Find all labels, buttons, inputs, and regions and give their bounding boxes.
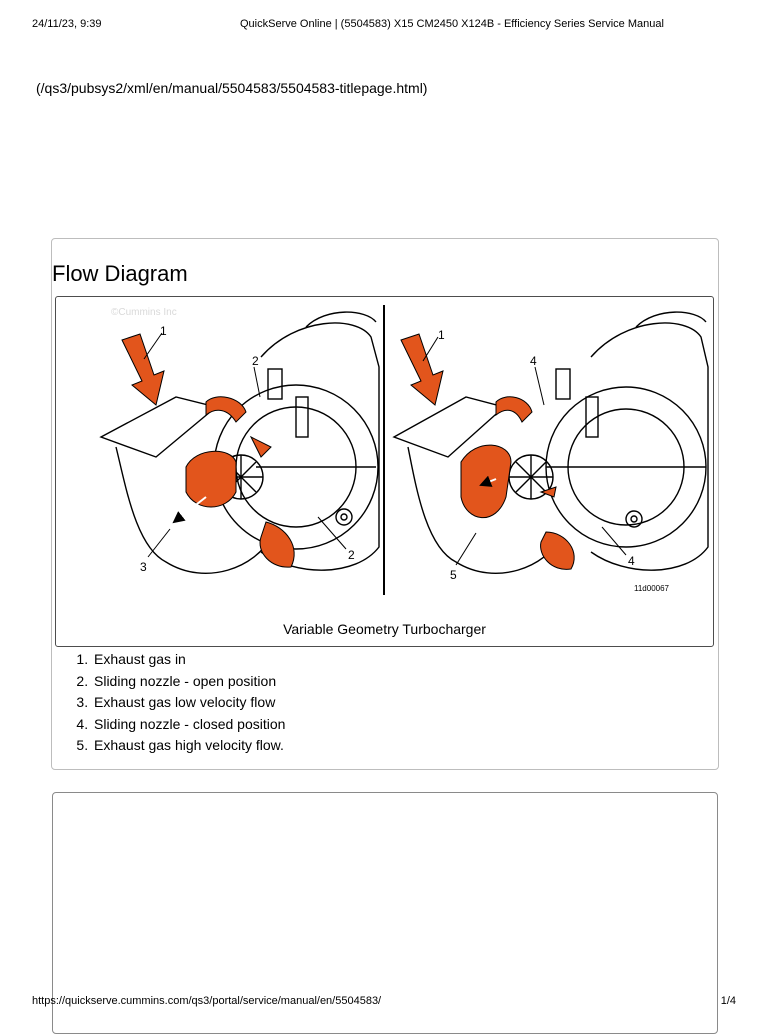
print-url: https://quickserve.cummins.com/qs3/porta… <box>32 995 382 1007</box>
print-date: 24/11/23, 9:39 <box>32 18 102 30</box>
right-view-nozzle-closed <box>392 311 709 574</box>
left-callout-2-bottom: 2 <box>348 548 355 562</box>
watermark-text: ©Cummins Inc <box>111 307 177 318</box>
legend-item: Exhaust gas in <box>92 649 285 671</box>
right-callout-4-top: 4 <box>530 354 537 368</box>
legend-item: Sliding nozzle - closed position <box>92 714 285 736</box>
right-view-exhaust-flow <box>400 333 575 570</box>
figure-id: 11d00067 <box>634 584 670 593</box>
section-heading: Flow Diagram <box>52 261 188 286</box>
legend-item: Exhaust gas high velocity flow. <box>92 735 285 757</box>
right-leader-lines <box>422 336 627 566</box>
legend-item: Sliding nozzle - open position <box>92 671 285 693</box>
left-callout-2-top: 2 <box>252 354 259 368</box>
print-title: QuickServe Online | (5504583) X15 CM2450… <box>240 18 664 30</box>
figure-caption: Variable Geometry Turbocharger <box>283 621 486 637</box>
print-footer: https://quickserve.cummins.com/qs3/porta… <box>32 995 736 1009</box>
legend-item: Exhaust gas low velocity flow <box>92 692 285 714</box>
right-callout-1: 1 <box>438 328 445 342</box>
left-outflow-arrow <box>172 496 207 524</box>
manual-title-page-link[interactable]: (/qs3/pubsys2/xml/en/manual/5504583/5504… <box>36 80 428 96</box>
left-view-exhaust-flow <box>121 333 295 568</box>
page-number: 1/4 <box>720 995 736 1007</box>
right-callout-4-bottom: 4 <box>628 554 635 568</box>
flow-diagram-card: Flow Diagram ©Cummins Inc <box>51 238 719 770</box>
figure-frame: ©Cummins Inc <box>55 296 714 647</box>
left-leader-lines <box>143 332 347 558</box>
right-outflow-arrow <box>479 475 497 487</box>
turbocharger-illustration: ©Cummins Inc <box>99 305 709 595</box>
left-callout-3: 3 <box>140 560 147 574</box>
right-callout-5: 5 <box>450 568 457 582</box>
legend-list: Exhaust gas in Sliding nozzle - open pos… <box>74 649 285 757</box>
left-callout-1: 1 <box>160 324 167 338</box>
print-header: 24/11/23, 9:39 QuickServe Online | (5504… <box>32 18 736 32</box>
